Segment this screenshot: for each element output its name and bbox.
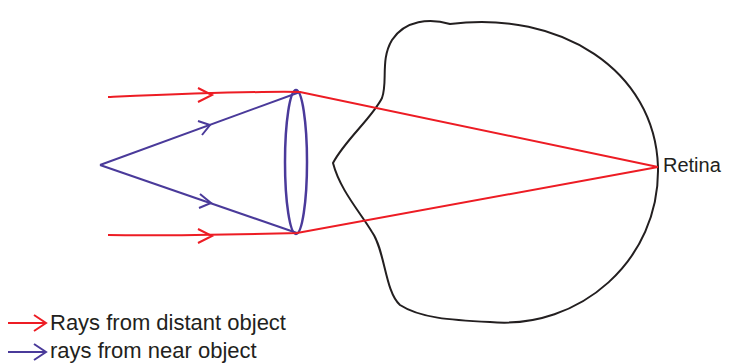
lens [285, 90, 307, 234]
legend-text: rays from near object [50, 340, 257, 362]
distant-ray-sample [8, 315, 46, 331]
legend-item: rays from near object [50, 340, 257, 362]
part-label: Retina [663, 155, 721, 175]
eyeball-outline [333, 21, 658, 323]
legend-samples [8, 315, 46, 360]
near-rays [100, 92, 300, 233]
near-ray-sample [8, 344, 46, 360]
legend-item: Rays from distant object [50, 312, 286, 334]
legend-text: Rays from distant object [50, 312, 286, 334]
distant-rays [108, 88, 658, 243]
label-holder: Retina [663, 155, 721, 176]
